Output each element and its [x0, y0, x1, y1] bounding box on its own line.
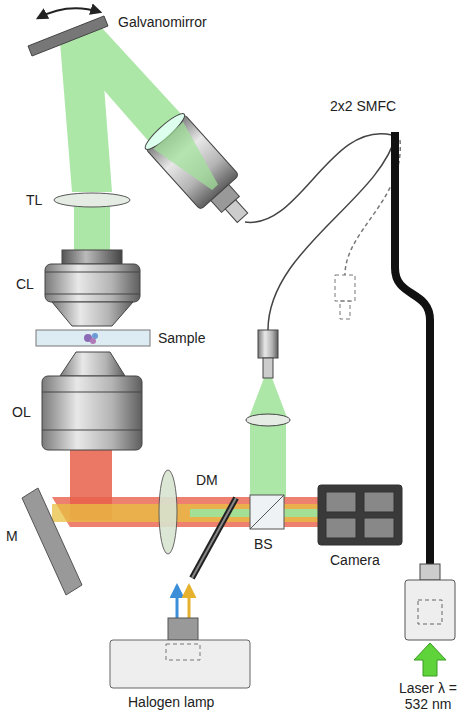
fiber-connector [246, 330, 290, 426]
galvanomirror [28, 16, 108, 56]
part-label: 2x2 SMFC [330, 98, 396, 114]
part-label: Halogen lamp [128, 694, 214, 710]
fiber-coupler [245, 132, 430, 566]
mirror [22, 488, 82, 595]
part-label: M [6, 528, 18, 544]
sample-slide [36, 330, 150, 346]
part-label: TL [26, 192, 42, 208]
collimator [142, 110, 262, 235]
part-label: OL [12, 404, 31, 420]
part-label: DM [196, 472, 218, 488]
scan-arrow [38, 8, 100, 18]
dichroic-mirror [192, 498, 236, 578]
part-label: BS [254, 536, 273, 552]
detection-beam [52, 450, 330, 527]
beam-splitter [250, 495, 284, 529]
part-label: CL [16, 276, 34, 292]
objective-lens [42, 352, 142, 450]
alternate-connector [335, 275, 355, 319]
condenser-objective [45, 250, 140, 326]
tube-lens [54, 193, 130, 207]
halogen-lamp [110, 586, 250, 688]
relay-lens [159, 470, 177, 554]
camera [318, 485, 402, 545]
part-label: Camera [330, 552, 380, 568]
part-label: Sample [158, 330, 205, 346]
part-label: Laser λ = 532 nm [388, 680, 468, 712]
part-label: Galvanomirror [118, 14, 207, 30]
laser-source [405, 564, 455, 676]
